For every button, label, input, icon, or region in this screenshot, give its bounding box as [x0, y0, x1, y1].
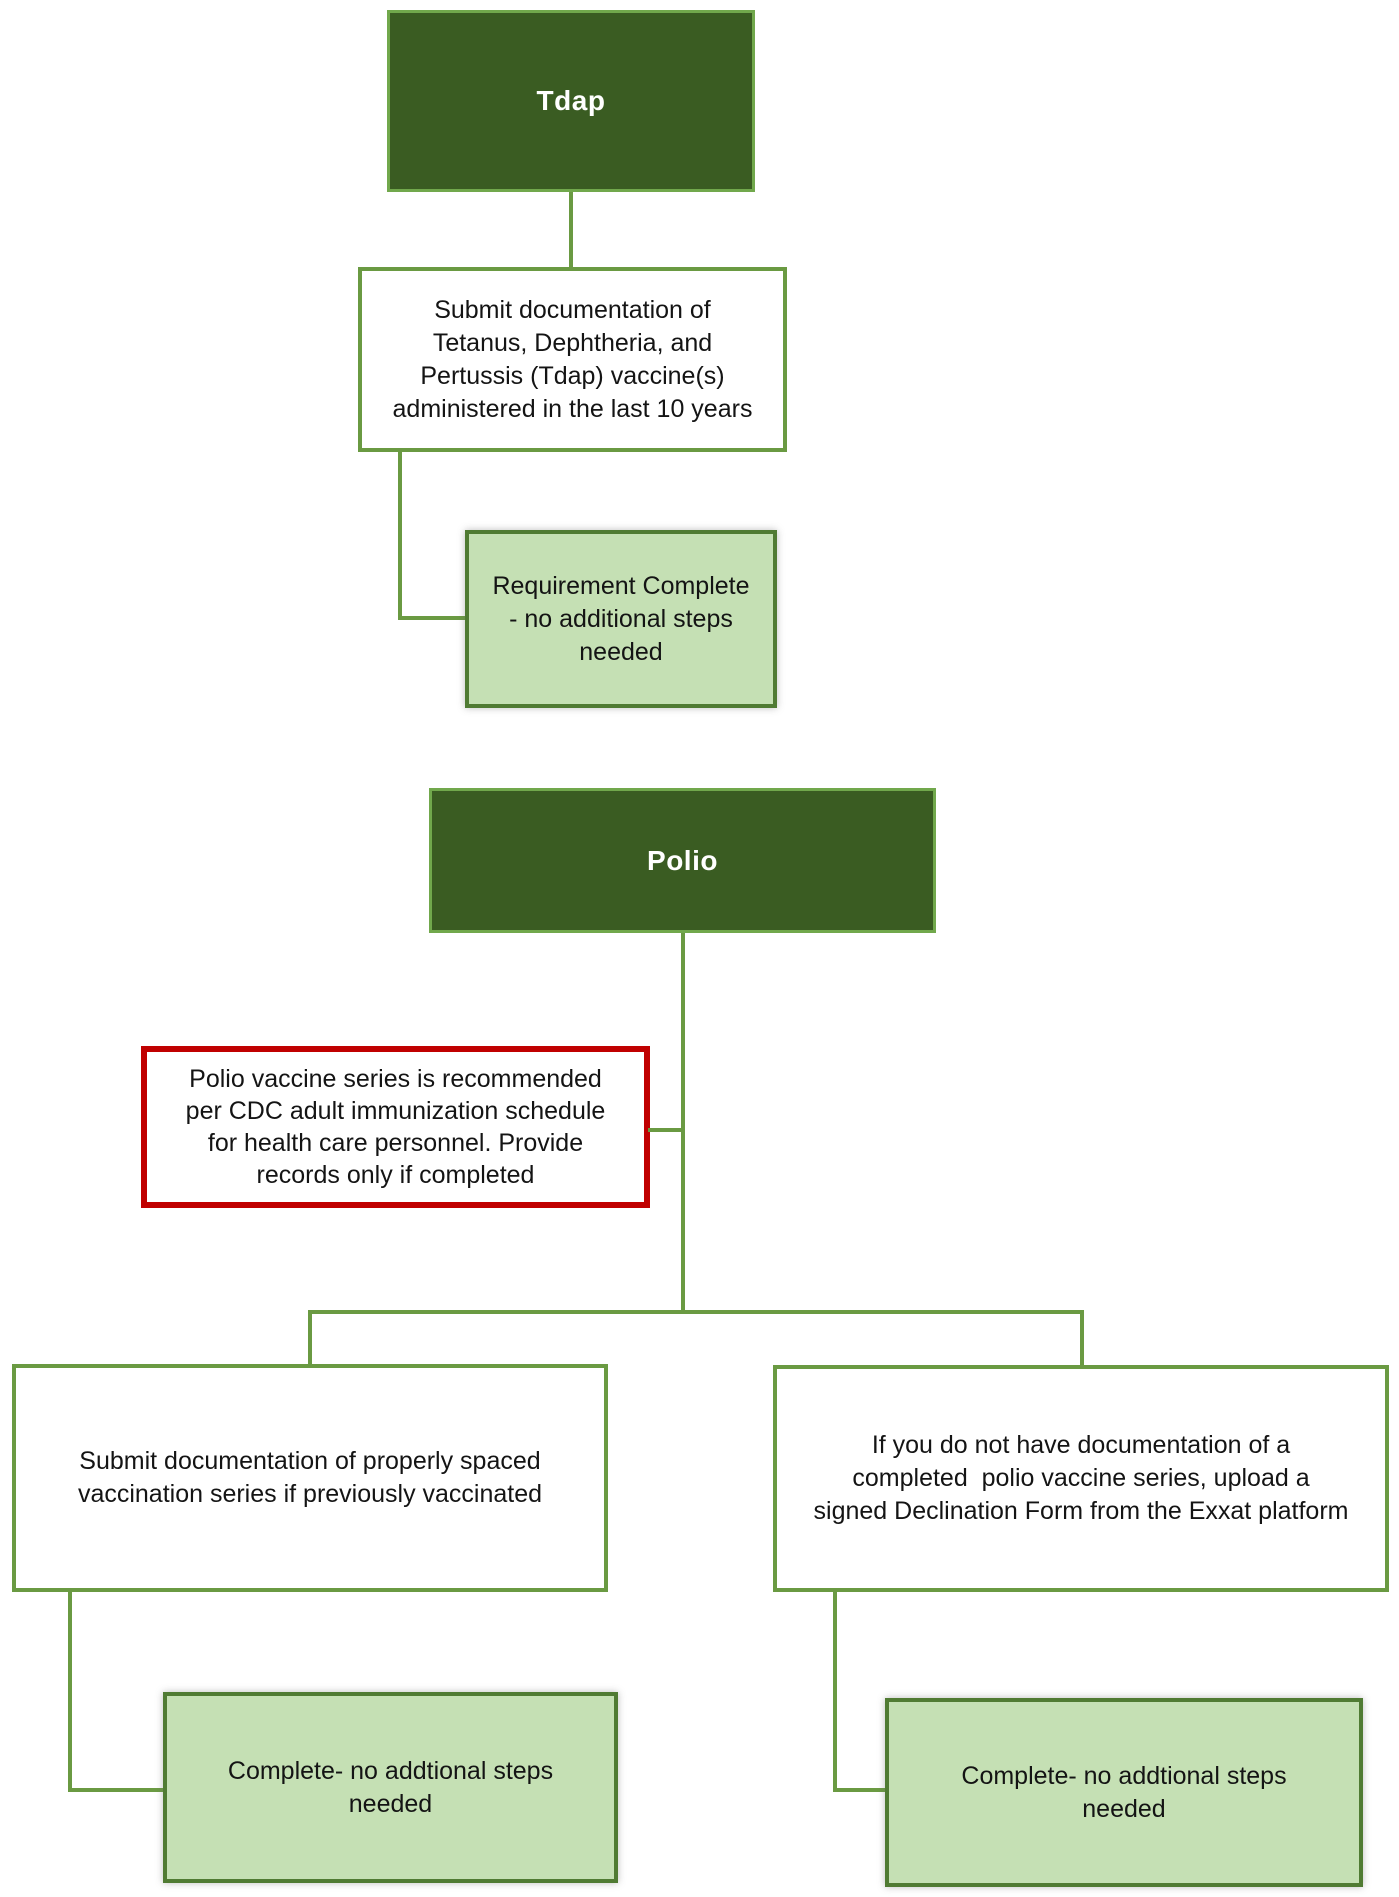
connector-tdap-documentation-down — [398, 452, 402, 620]
polio-documented-text: Submit documentation of properly spaced … — [77, 1447, 543, 1508]
tdap-header-box: Tdap — [387, 10, 755, 192]
polio-declination-complete-text: Complete- no addtional steps needed — [961, 1761, 1287, 1823]
tdap-documentation-box: Submit documentation of Tetanus, Dephthe… — [358, 267, 787, 452]
connector-polio-branch — [308, 1310, 1084, 1314]
polio-documented-complete-text: Complete- no addtional steps needed — [227, 1756, 554, 1818]
connector-declination-down — [833, 1592, 837, 1792]
connector-note-to-polio-line — [648, 1128, 685, 1132]
connector-documented-down — [68, 1592, 72, 1792]
polio-note-box: Polio vaccine series is recommended per … — [141, 1046, 650, 1208]
connector-branch-left-drop — [308, 1310, 312, 1366]
tdap-complete-box: Requirement Complete - no additional ste… — [465, 530, 777, 708]
polio-declination-complete-box: Complete- no addtional steps needed — [885, 1698, 1363, 1887]
connector-branch-right-drop — [1080, 1310, 1084, 1367]
connector-tdap-to-documentation — [569, 192, 573, 268]
tdap-documentation-text: Submit documentation of Tetanus, Dephthe… — [392, 295, 753, 423]
connector-declination-across — [833, 1788, 885, 1792]
polio-declination-text: If you do not have documentation of a co… — [813, 1431, 1349, 1525]
connector-tdap-documentation-across — [398, 616, 465, 620]
connector-documented-across — [68, 1788, 163, 1792]
connector-polio-down — [681, 933, 685, 1314]
polio-declination-box: If you do not have documentation of a co… — [773, 1365, 1389, 1592]
tdap-title: Tdap — [536, 85, 606, 116]
polio-documented-box: Submit documentation of properly spaced … — [12, 1364, 608, 1592]
tdap-complete-text: Requirement Complete - no additional ste… — [492, 571, 750, 666]
polio-title: Polio — [647, 844, 718, 876]
polio-documented-complete-box: Complete- no addtional steps needed — [163, 1692, 618, 1883]
polio-note-text: Polio vaccine series is recommended per … — [185, 1065, 606, 1189]
polio-header-box: Polio — [429, 788, 936, 933]
